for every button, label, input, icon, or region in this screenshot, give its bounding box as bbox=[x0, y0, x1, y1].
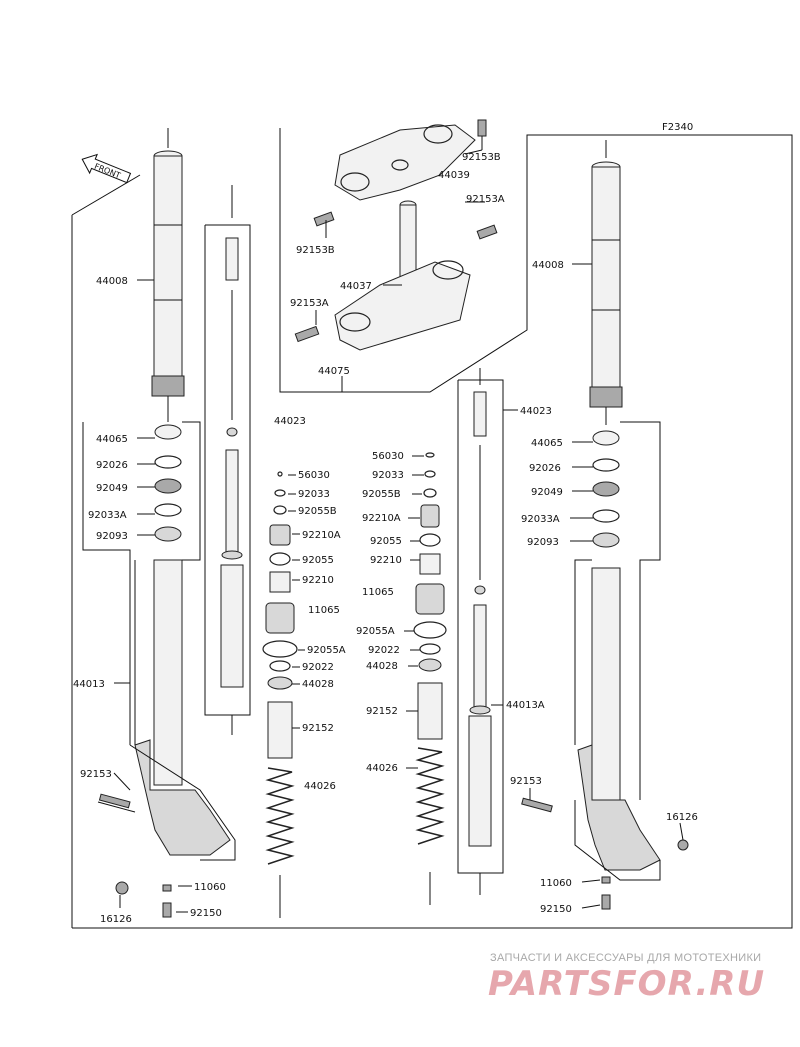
label-92153B-left: 92153B bbox=[296, 245, 335, 256]
label-92022-left: 92022 bbox=[302, 662, 334, 673]
label-92210-left: 92210 bbox=[302, 575, 334, 586]
label-44039: 44039 bbox=[438, 170, 470, 181]
diagram-code: F2340 bbox=[662, 122, 693, 133]
label-11060-left: 11060 bbox=[194, 882, 226, 893]
label-44023-right: 44023 bbox=[520, 406, 552, 417]
label-56030-right: 56030 bbox=[372, 451, 404, 462]
label-92152-left: 92152 bbox=[302, 723, 334, 734]
label-44026-left: 44026 bbox=[304, 781, 336, 792]
label-92093-right: 92093 bbox=[527, 537, 559, 548]
label-44013: 44013 bbox=[73, 679, 105, 690]
label-92150-left: 92150 bbox=[190, 908, 222, 919]
label-92055B-right: 92055B bbox=[362, 489, 401, 500]
label-92093-left: 92093 bbox=[96, 531, 128, 542]
label-92153-left: 92153 bbox=[80, 769, 112, 780]
label-92033-right: 92033 bbox=[372, 470, 404, 481]
label-92055A-right: 92055A bbox=[356, 626, 395, 637]
center-stack-left bbox=[262, 471, 298, 918]
label-44026-right: 44026 bbox=[366, 763, 398, 774]
left-fork-callout bbox=[82, 421, 236, 861]
damper-rod-left bbox=[204, 185, 251, 735]
label-11060-right: 11060 bbox=[540, 878, 572, 889]
label-92152-right: 92152 bbox=[366, 706, 398, 717]
label-92210-right: 92210 bbox=[370, 555, 402, 566]
front-arrow-icon: FRONT bbox=[81, 153, 132, 184]
label-92026-left: 92026 bbox=[96, 460, 128, 471]
label-11065-right: 11065 bbox=[362, 587, 394, 598]
label-44013A: 44013A bbox=[506, 700, 545, 711]
label-92150-right: 92150 bbox=[540, 904, 572, 915]
label-44065-right: 44065 bbox=[531, 438, 563, 449]
label-92055-right: 92055 bbox=[370, 536, 402, 547]
right-fork-assembly bbox=[521, 140, 689, 910]
label-92055-left: 92055 bbox=[302, 555, 334, 566]
label-92033-left: 92033 bbox=[298, 489, 330, 500]
damper-rod-right bbox=[457, 368, 518, 895]
label-44028-left: 44028 bbox=[302, 679, 334, 690]
right-fork-callout bbox=[574, 421, 661, 881]
watermark-tagline: ЗАПЧАСТИ И АКСЕССУАРЫ ДЛЯ МОТОТЕХНИКИ bbox=[490, 952, 762, 964]
label-92055A-left: 92055A bbox=[307, 645, 346, 656]
label-92210A-left: 92210A bbox=[302, 530, 341, 541]
label-56030-left: 56030 bbox=[298, 470, 330, 481]
top-labels bbox=[315, 149, 485, 392]
left-labels bbox=[113, 279, 192, 913]
label-92153B-top: 92153B bbox=[462, 152, 501, 163]
label-92049-right: 92049 bbox=[531, 487, 563, 498]
label-92033A-left: 92033A bbox=[88, 510, 127, 521]
label-44008-right: 44008 bbox=[532, 260, 564, 271]
center-left-leaders bbox=[288, 474, 305, 729]
left-fork-assembly bbox=[97, 128, 231, 918]
watermark-logo: PARTSFOR.RU bbox=[488, 964, 766, 1004]
label-44065-left: 44065 bbox=[96, 434, 128, 445]
label-44028-right: 44028 bbox=[366, 661, 398, 672]
center-stack-right bbox=[413, 452, 447, 905]
label-92033A-right: 92033A bbox=[521, 514, 560, 525]
label-92210A-right: 92210A bbox=[362, 513, 401, 524]
label-11065-left: 11065 bbox=[308, 605, 340, 616]
label-44037: 44037 bbox=[340, 281, 372, 292]
label-92049-left: 92049 bbox=[96, 483, 128, 494]
steering-clamp-assembly bbox=[294, 119, 498, 351]
label-16126-right: 16126 bbox=[666, 812, 698, 823]
right-labels bbox=[529, 263, 684, 909]
label-44023-left: 44023 bbox=[274, 416, 306, 427]
label-92153A-top: 92153A bbox=[466, 194, 505, 205]
center-right-leaders bbox=[404, 455, 424, 769]
label-92026-right: 92026 bbox=[529, 463, 561, 474]
label-44008-left: 44008 bbox=[96, 276, 128, 287]
label-16126-left: 16126 bbox=[100, 914, 132, 925]
label-92022-right: 92022 bbox=[368, 645, 400, 656]
label-92153A-left: 92153A bbox=[290, 298, 329, 309]
label-92055B-left: 92055B bbox=[298, 506, 337, 517]
label-92153-right: 92153 bbox=[510, 776, 542, 787]
diagram-frame bbox=[71, 128, 793, 929]
label-44075: 44075 bbox=[318, 366, 350, 377]
